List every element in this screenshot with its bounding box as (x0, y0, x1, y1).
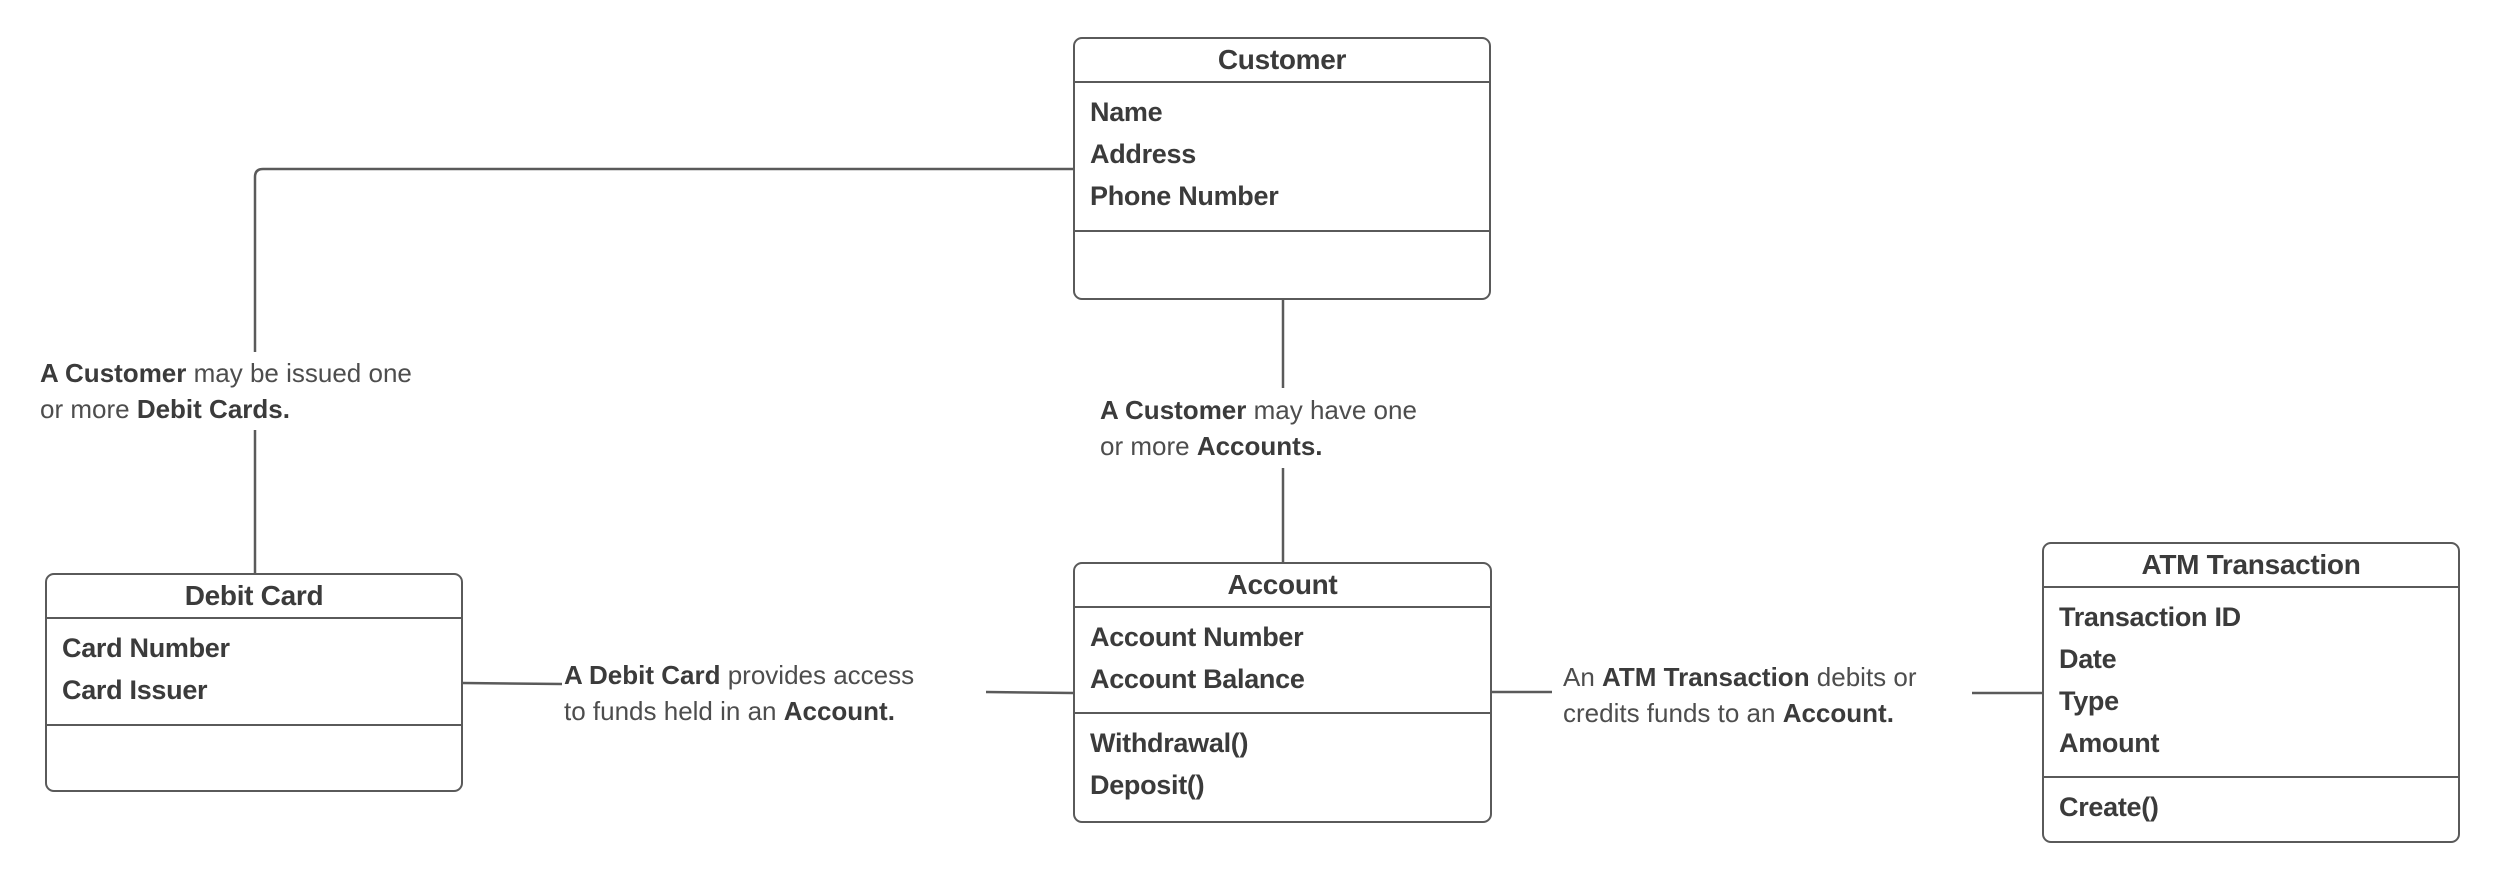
connector-debitcard-account (462, 681, 1074, 695)
methods-compartment: Create() (2044, 778, 2458, 841)
attribute-row: Date (2059, 644, 2117, 674)
connector-account-atm (1492, 690, 2042, 695)
annotation-line: to funds held in an Account. (564, 696, 895, 726)
attribute-row: Card Number (62, 633, 230, 663)
attribute-row: Card Issuer (62, 675, 208, 705)
attribute-row: Address (1090, 139, 1196, 169)
class-title: Debit Card (47, 575, 461, 619)
attribute-row: Type (2059, 686, 2119, 716)
annotation-line: A Debit Card provides access (564, 660, 915, 690)
annotation-line: credits funds to an Account. (1563, 698, 1894, 728)
attribute-row: Phone Number (1090, 181, 1279, 211)
methods-compartment: Withdrawal() Deposit() (1075, 714, 1490, 821)
class-title: Customer (1075, 39, 1489, 83)
attribute-row: Name (1090, 97, 1163, 127)
attribute-row: Transaction ID (2059, 602, 2241, 632)
annotation-line: or more Accounts. (1100, 431, 1323, 461)
method-row: Create() (2059, 792, 2159, 822)
methods-compartment (1075, 232, 1489, 298)
method-row: Withdrawal() (1090, 728, 1249, 758)
annotation-line: A Customer may be issued one (40, 358, 412, 388)
annotation-debitcard-account: A Debit Card provides access to funds hel… (564, 657, 919, 729)
class-title: ATM Transaction (2044, 544, 2458, 588)
class-title: Account (1075, 564, 1490, 608)
method-row: Deposit() (1090, 770, 1205, 800)
attribute-row: Account Balance (1090, 664, 1305, 694)
methods-compartment (47, 726, 461, 790)
annotation-line: A Customer may have one (1100, 395, 1417, 425)
annotation-line: An ATM Transaction debits or (1563, 662, 1917, 692)
annotation-customer-debitcard: A Customer may be issued one or more Debi… (40, 355, 416, 427)
attribute-row: Account Number (1090, 622, 1304, 652)
annotation-atm-account: An ATM Transaction debits or credits fund… (1563, 659, 1921, 731)
attribute-row: Amount (2059, 728, 2160, 758)
connector-customer-debitcard (253, 167, 1073, 573)
annotation-line: or more Debit Cards. (40, 394, 290, 424)
annotation-customer-account: A Customer may have one or more Accounts. (1100, 392, 1421, 464)
